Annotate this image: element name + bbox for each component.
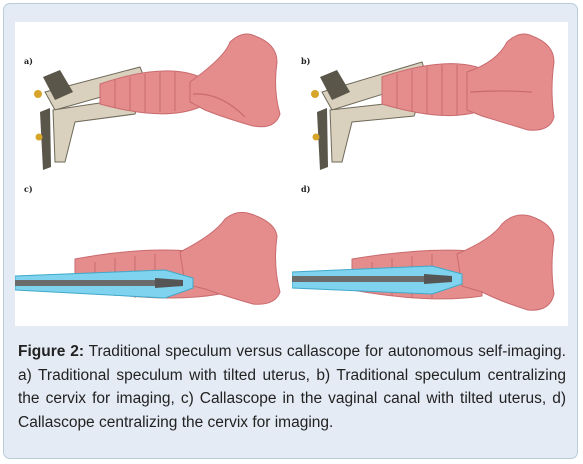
panel-b-label: b) (301, 56, 311, 66)
panel-c: c) (15, 174, 291, 326)
caption-text: Traditional speculum versus callascope f… (18, 343, 566, 431)
figure-container: a) b) (3, 3, 578, 459)
panel-a-label: a) (24, 56, 33, 66)
figure-image: a) b) (15, 22, 568, 326)
panel-a: a) (15, 22, 291, 174)
panel-d: d) (292, 174, 568, 326)
callascope-tilted-illustration (15, 211, 281, 305)
panel-d-label: d) (301, 184, 311, 194)
speculum-tilted-illustration (34, 33, 281, 170)
panel-b: b) (292, 22, 568, 174)
callascope-centered-illustration (292, 214, 555, 311)
panel-c-label: c) (24, 184, 33, 194)
speculum-centered-illustration (311, 33, 555, 170)
figure-caption: Figure 2: Traditional speculum versus ca… (18, 340, 566, 434)
caption-label: Figure 2: (18, 343, 84, 360)
